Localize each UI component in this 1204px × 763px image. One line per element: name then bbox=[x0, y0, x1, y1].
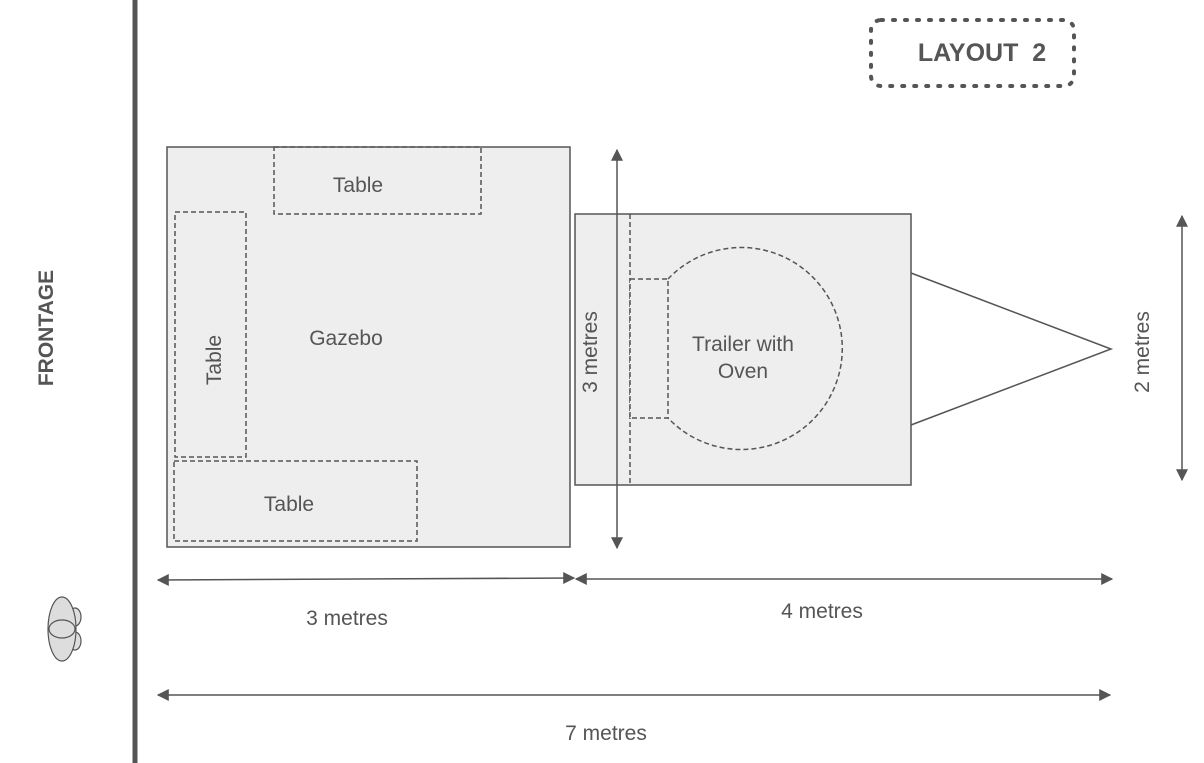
gazebo-width-label: 3 metres bbox=[306, 607, 388, 630]
trailer-length-label: 4 metres bbox=[781, 600, 863, 623]
oven bbox=[667, 246, 844, 451]
layout-title: LAYOUT 2 bbox=[918, 39, 1046, 67]
total-length-label: 7 metres bbox=[565, 722, 647, 745]
oven-door bbox=[629, 278, 669, 419]
table-top-label: Table bbox=[333, 174, 383, 197]
trailer-width-label: 2 metres bbox=[1131, 311, 1154, 393]
table-bottom bbox=[173, 460, 418, 542]
frontage-label: FRONTAGE bbox=[35, 270, 58, 386]
trailer-label-line2: Oven bbox=[718, 360, 768, 383]
gazebo-label: Gazebo bbox=[309, 327, 383, 350]
trailer: Trailer with Oven bbox=[574, 213, 1114, 486]
table-left bbox=[174, 211, 247, 458]
gazebo-width-arrow bbox=[156, 572, 576, 586]
trailer-label-line1: Trailer with bbox=[692, 333, 794, 356]
table-left-label: Table bbox=[203, 335, 226, 385]
layout-title-badge: LAYOUT 2 bbox=[869, 18, 1076, 88]
table-top bbox=[273, 146, 482, 215]
table-bottom-label: Table bbox=[264, 493, 314, 516]
person-topview-icon bbox=[47, 596, 82, 662]
gazebo-depth-label: 3 metres bbox=[579, 311, 602, 393]
gazebo-area bbox=[166, 146, 571, 548]
gazebo: Table Table Table Gazebo bbox=[166, 146, 571, 548]
trailer-hitch bbox=[910, 272, 1114, 426]
